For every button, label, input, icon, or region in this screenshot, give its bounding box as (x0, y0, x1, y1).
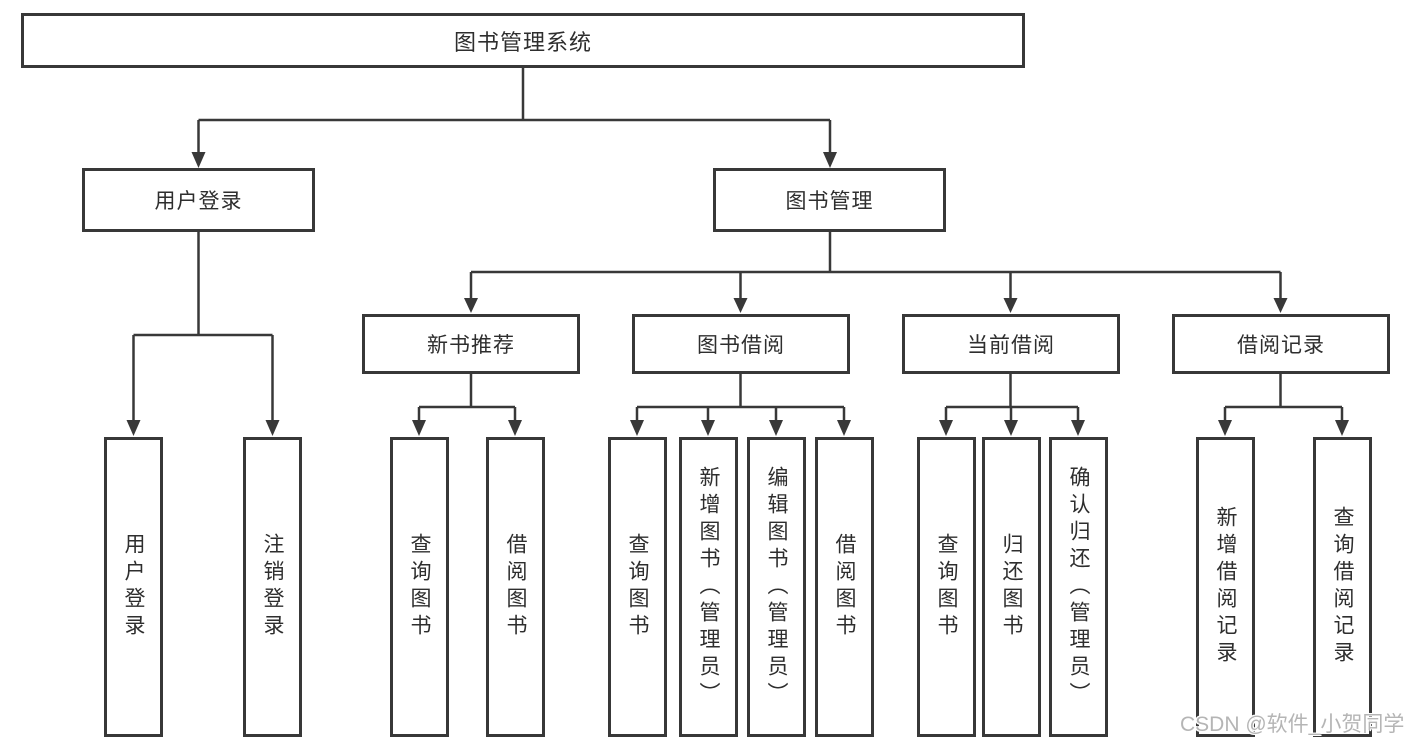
leaf-query-books-2: 查询图书 (608, 437, 667, 737)
connector-current-to-leaves (939, 374, 1085, 436)
leaf-add-book-admin: 新增图书（管理员） (679, 437, 738, 737)
node-borrow-records: 借阅记录 (1172, 314, 1390, 374)
node-current-borrow: 当前借阅 (902, 314, 1120, 374)
connector-records-to-leaves (1218, 374, 1349, 436)
leaf-confirm-return-admin: 确认归还（管理员） (1049, 437, 1108, 737)
leaf-query-books-3: 查询图书 (917, 437, 976, 737)
node-user-login-branch: 用户登录 (82, 168, 315, 232)
leaf-return-book: 归还图书 (982, 437, 1041, 737)
node-book-borrow: 图书借阅 (632, 314, 850, 374)
leaf-edit-book-admin: 编辑图书（管理员） (747, 437, 806, 737)
leaf-logout: 注销登录 (243, 437, 302, 737)
leaf-add-borrow-record: 新增借阅记录 (1196, 437, 1255, 737)
connector-mgmt-to-sections (464, 232, 1288, 313)
connector-login-to-leaves (126, 232, 280, 436)
node-book-management-branch: 图书管理 (713, 168, 946, 232)
node-new-book-recommend: 新书推荐 (362, 314, 580, 374)
csdn-watermark: CSDN @软件_小贺同学 (1180, 713, 1405, 736)
leaf-query-borrow-record: 查询借阅记录 (1313, 437, 1372, 737)
leaf-borrow-books-2: 借阅图书 (815, 437, 874, 737)
leaf-user-login: 用户登录 (104, 437, 163, 737)
connector-newbooks-to-leaves (412, 374, 522, 436)
leaf-borrow-books-1: 借阅图书 (486, 437, 545, 737)
leaf-query-books-1: 查询图书 (390, 437, 449, 737)
connector-borrow-to-leaves (630, 374, 851, 436)
connector-root-to-level2 (191, 68, 837, 168)
node-root-system: 图书管理系统 (21, 13, 1025, 68)
